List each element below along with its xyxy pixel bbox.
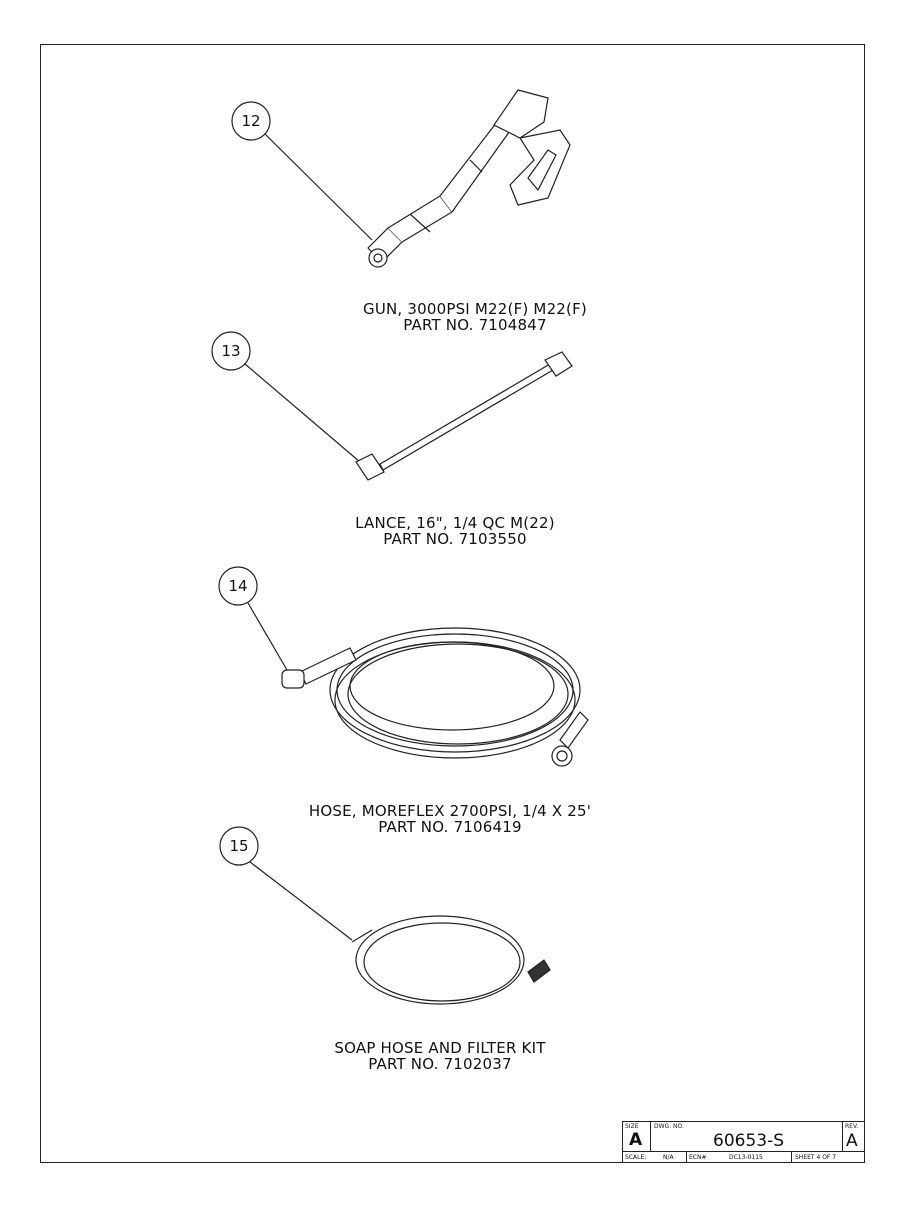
balloon-13: 13	[221, 342, 241, 360]
drawing-border	[40, 44, 865, 1163]
balloon-15: 15	[229, 837, 249, 855]
caption-hose: HOSE, MOREFLEX 2700PSI, 1/4 X 25' PART N…	[290, 803, 610, 835]
leader-14	[247, 602, 288, 671]
gun-description: GUN, 3000PSI M22(F) M22(F)	[363, 300, 587, 318]
soap-hose-description: SOAP HOSE AND FILTER KIT	[334, 1039, 546, 1057]
rev-value: A	[846, 1131, 858, 1151]
ecn-label: ECN#	[689, 1154, 707, 1161]
scale-label: SCALE:	[625, 1154, 647, 1161]
lance-part-no: PART NO. 7103550	[383, 530, 527, 548]
balloon-13-circle	[211, 331, 251, 371]
caption-lance: LANCE, 16", 1/4 QC M(22) PART NO. 710355…	[310, 515, 600, 547]
balloon-14-circle	[218, 566, 258, 606]
dwg-cell: DWG. NO. 60653-S	[651, 1122, 843, 1152]
balloon-14: 14	[228, 577, 248, 595]
rev-label: REV.	[845, 1123, 859, 1130]
gun-drawing	[367, 89, 571, 268]
rev-cell: REV. A	[843, 1122, 864, 1152]
scale-value: N/A	[663, 1154, 674, 1161]
lance-description: LANCE, 16", 1/4 QC M(22)	[355, 514, 555, 532]
size-cell: SIZE A	[623, 1122, 651, 1152]
leader-12	[264, 133, 373, 241]
caption-soap-hose: SOAP HOSE AND FILTER KIT PART NO. 710203…	[290, 1040, 590, 1072]
caption-gun: GUN, 3000PSI M22(F) M22(F) PART NO. 7104…	[330, 301, 620, 333]
size-label: SIZE	[625, 1123, 639, 1130]
leader-15	[249, 861, 353, 941]
leader-13	[244, 363, 361, 463]
lance-drawing	[355, 351, 573, 481]
sheet-number: SHEET 4 OF 7	[795, 1154, 837, 1161]
dwg-label: DWG. NO.	[654, 1123, 684, 1130]
dwg-number: 60653-S	[713, 1131, 785, 1151]
hose-description: HOSE, MOREFLEX 2700PSI, 1/4 X 25'	[308, 802, 592, 820]
size-value: A	[629, 1130, 643, 1150]
balloon-12-circle	[231, 101, 271, 141]
bottom-row: SCALE: N/A ECN# DC13-0115 SHEET 4 OF 7	[623, 1152, 864, 1162]
hose-part-no: PART NO. 7106419	[378, 818, 522, 836]
hose-drawing	[281, 627, 589, 767]
title-block: SIZE A DWG. NO. 60653-S REV. A SCALE: N/…	[622, 1121, 865, 1163]
balloon-12: 12	[241, 112, 261, 130]
soap-hose-drawing	[351, 915, 551, 1005]
balloon-15-circle	[219, 826, 259, 866]
soap-hose-part-no: PART NO. 7102037	[368, 1055, 512, 1073]
gun-part-no: PART NO. 7104847	[403, 316, 547, 334]
ecn-value: DC13-0115	[729, 1154, 763, 1161]
